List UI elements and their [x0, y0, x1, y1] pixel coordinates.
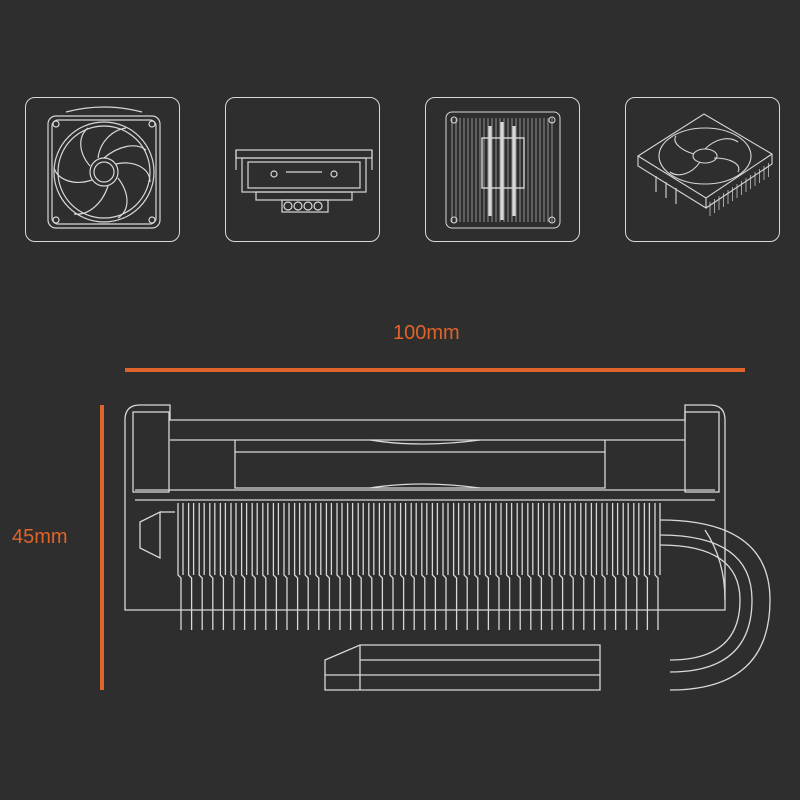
fin [421, 503, 426, 630]
fin [240, 503, 246, 630]
fin [283, 503, 288, 630]
heatsink-fins [177, 503, 661, 630]
fin [643, 503, 649, 630]
width-dimension-line [125, 368, 745, 372]
fin [474, 503, 479, 630]
fin [336, 503, 341, 630]
fin [262, 503, 267, 630]
heatpipe-end-cap [139, 510, 161, 560]
width-dimension-label: 100mm [393, 322, 460, 344]
fin [399, 503, 405, 630]
heatsink-side-view-icon [235, 149, 373, 213]
fin [484, 503, 490, 630]
fin [463, 503, 468, 630]
fin [272, 503, 278, 630]
fin [516, 503, 521, 630]
fin [622, 503, 627, 630]
fin [209, 503, 214, 630]
fin [580, 503, 585, 630]
fin [442, 503, 447, 630]
fin [611, 503, 617, 630]
heatpipes [659, 519, 771, 691]
fin [548, 503, 553, 630]
view-thumbnail-isometric [625, 97, 780, 242]
fin [505, 503, 511, 630]
fin [325, 503, 331, 630]
fin [187, 503, 193, 630]
fin [410, 503, 415, 630]
fin [527, 503, 532, 630]
fin [304, 503, 309, 630]
fin [357, 503, 362, 630]
fin [431, 503, 437, 630]
fin [495, 503, 500, 630]
fin [315, 503, 320, 630]
fin [177, 503, 182, 630]
fin [251, 503, 256, 630]
fin [368, 503, 373, 630]
fin [346, 503, 352, 630]
fin [219, 503, 225, 630]
cooler-isometric-icon [636, 113, 774, 216]
heatsink-bottom-view-icon [445, 111, 561, 229]
fin [537, 503, 543, 630]
fin [230, 503, 235, 630]
view-thumbnail-side [225, 97, 380, 242]
fan-frame [124, 404, 726, 611]
view-thumbnail-fan-top [25, 97, 180, 242]
height-dimension-line [100, 405, 104, 690]
fin [452, 503, 458, 630]
fin [569, 503, 574, 630]
fin [378, 503, 384, 630]
fin [590, 503, 596, 630]
fin [633, 503, 638, 630]
fan-top-view-icon [47, 106, 161, 229]
fin [198, 503, 203, 630]
fin [293, 503, 299, 630]
fin [601, 503, 606, 630]
base-plate [324, 644, 601, 691]
fin [389, 503, 394, 630]
view-thumbnail-bottom [425, 97, 580, 242]
height-dimension-label: 45mm [12, 526, 68, 548]
fin [654, 503, 659, 630]
fin [558, 503, 564, 630]
